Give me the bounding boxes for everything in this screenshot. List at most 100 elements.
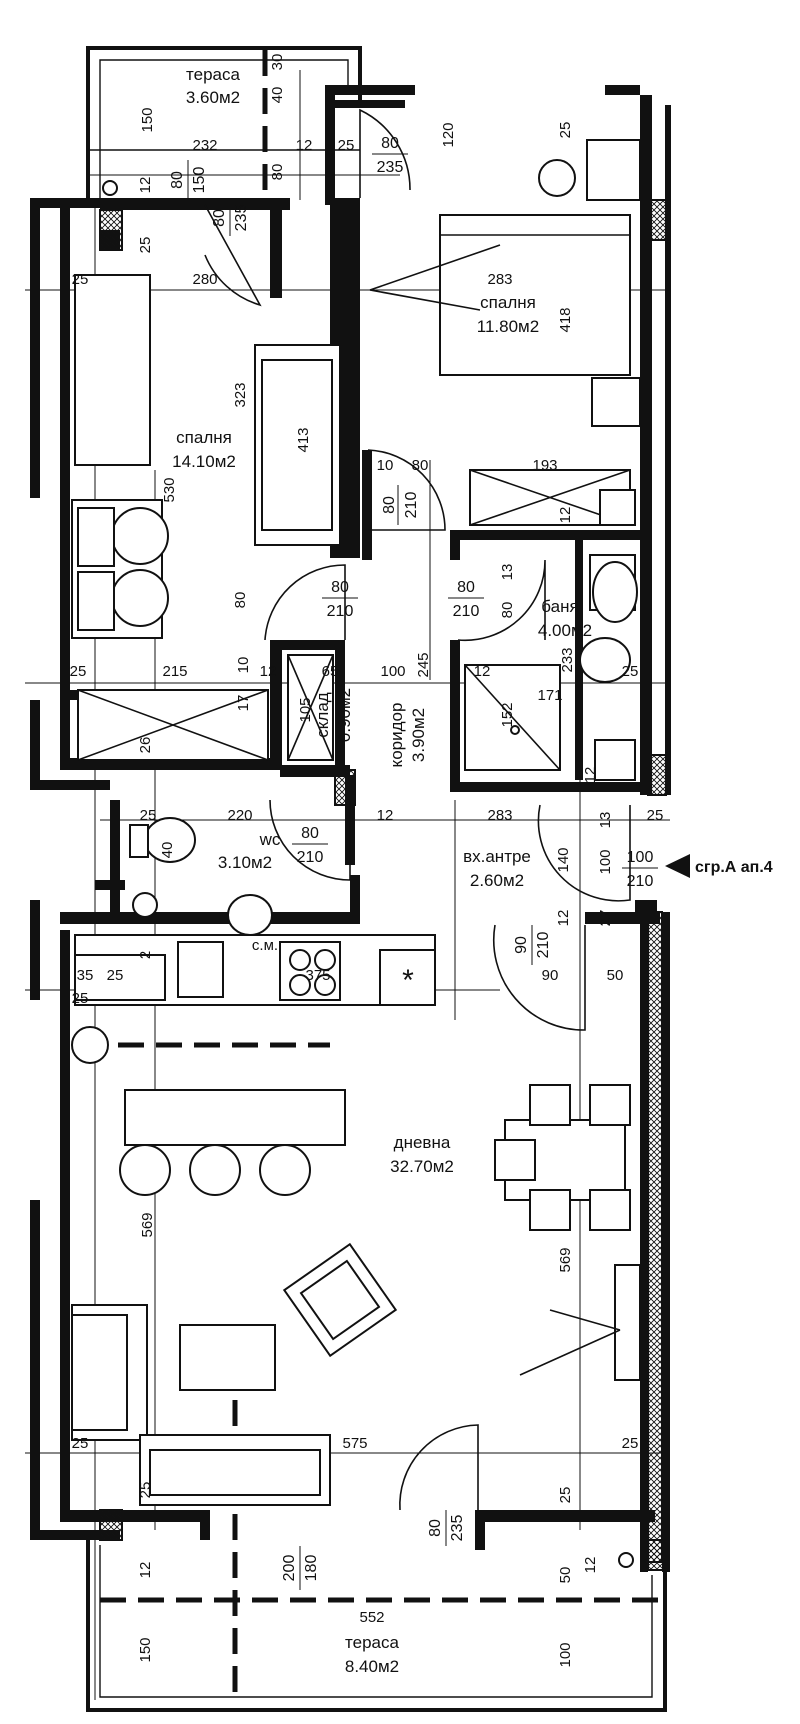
dim-30: 30	[269, 54, 286, 71]
dim-12-left: 12	[137, 177, 154, 194]
dim-25-f: 25	[107, 967, 124, 984]
dim-80-mid: 80	[412, 457, 429, 474]
dim-215: 215	[162, 663, 187, 680]
dim-220: 220	[227, 807, 252, 824]
dim-17: 17	[235, 695, 252, 712]
dim-25-top: 25	[338, 137, 355, 154]
terrace-top-name: тераса	[186, 65, 240, 84]
svg-text:235: 235	[377, 159, 404, 176]
wc-area: 3.10м2	[218, 853, 272, 872]
bedroom-right-area: 11.80м2	[477, 317, 539, 336]
dim-40: 40	[269, 87, 286, 104]
svg-text:80: 80	[301, 825, 319, 842]
svg-text:180: 180	[303, 1555, 320, 1582]
svg-text:210: 210	[327, 603, 354, 620]
dim-25-j: 25	[137, 1482, 154, 1499]
dim-12-top: 12	[296, 137, 313, 154]
dim-12-h: 12	[137, 1562, 154, 1579]
svg-text:210: 210	[297, 849, 324, 866]
door-label-d10: 80 235	[427, 1510, 466, 1546]
dim-25-k: 25	[557, 1487, 574, 1504]
dim-375: 375	[305, 967, 330, 984]
dim-232: 232	[192, 137, 217, 154]
entrance-area: 2.60м2	[470, 871, 524, 890]
star-symbol: *	[402, 964, 414, 997]
dim-283-bottom: 283	[487, 807, 512, 824]
entry-label: сгр.А ап.4	[695, 859, 773, 876]
dim-569-right: 569	[557, 1247, 574, 1272]
dimension-numbers: 150 30 40 80 232 12 25 120 25 12 25 25 2…	[70, 54, 664, 1668]
dim-25-left: 25	[137, 237, 154, 254]
bathroom-area: 4.00м2	[538, 621, 592, 640]
door-swings	[204, 108, 631, 1511]
corridor-area: 3.90м2	[409, 708, 428, 762]
svg-text:150: 150	[191, 167, 208, 194]
dim-25-a: 25	[72, 271, 89, 288]
dim-10-mid: 10	[377, 457, 394, 474]
dim-120: 120	[440, 122, 457, 147]
dim-171: 171	[537, 687, 562, 704]
door-label-d2: 80 150	[169, 160, 208, 200]
dim-12-d: 12	[474, 663, 491, 680]
dim-575: 575	[342, 1435, 367, 1452]
dim-12-f: 12	[377, 807, 394, 824]
dim-2: 2	[137, 951, 154, 959]
living-area: 32.70м2	[390, 1157, 454, 1176]
dim-283-top: 283	[487, 271, 512, 288]
door-label-d11: 200 180	[281, 1546, 320, 1590]
svg-text:80: 80	[331, 579, 349, 596]
dim-26: 26	[137, 737, 154, 754]
dim-13: 13	[499, 564, 516, 581]
dim-100-mid: 100	[380, 663, 405, 680]
dim-150-top: 150	[139, 107, 156, 132]
svg-text:80: 80	[381, 135, 399, 152]
dim-105: 105	[297, 697, 314, 722]
room-labels: тераса 3.60м2 спалня 11.80м2 спалня 14.1…	[172, 65, 773, 1676]
dim-530: 530	[161, 477, 178, 502]
svg-text:80: 80	[211, 209, 228, 227]
svg-text:200: 200	[281, 1555, 298, 1582]
dim-80-bed: 80	[232, 592, 249, 609]
svg-text:210: 210	[453, 603, 480, 620]
svg-text:210: 210	[627, 873, 654, 890]
furniture	[71, 139, 690, 1568]
dim-25-i: 25	[622, 1435, 639, 1452]
dim-100-bottom: 100	[557, 1642, 574, 1667]
dim-413: 413	[295, 427, 312, 452]
terrace-bottom-name: тераса	[345, 1633, 399, 1652]
door-label-d8: 100 210	[622, 849, 658, 890]
door-label-d3: 80 235	[211, 200, 250, 236]
dim-12-c: 12	[260, 663, 277, 680]
door-label-d1: 80 235	[372, 135, 408, 176]
dim-152: 152	[499, 702, 516, 727]
dim-25-d: 25	[140, 807, 157, 824]
svg-text:210: 210	[535, 932, 552, 959]
dim-25-c: 25	[622, 663, 639, 680]
dim-65: 65	[322, 663, 339, 680]
door-label-d5: 80 210	[322, 579, 358, 620]
dim-280: 280	[192, 271, 217, 288]
bedroom-right-name: спалня	[480, 293, 536, 312]
svg-text:235: 235	[233, 205, 250, 232]
svg-text:100: 100	[627, 849, 654, 866]
walls	[30, 85, 671, 1572]
dim-150-bottom: 150	[137, 1637, 154, 1662]
svg-text:90: 90	[513, 936, 530, 954]
dim-35: 35	[77, 967, 94, 984]
dim-12-i: 12	[582, 1557, 599, 1574]
dim-245: 245	[415, 652, 432, 677]
dim-12-g: 12	[555, 910, 572, 927]
door-labels: 80 235 80 150 80 235 80 210 80 210 80 21…	[169, 135, 658, 1590]
door-label-d9: 90 210	[513, 925, 552, 965]
dim-25-h: 25	[72, 1435, 89, 1452]
dim-418: 418	[557, 307, 574, 332]
dim-13-b: 13	[597, 812, 614, 829]
svg-text:235: 235	[449, 1515, 466, 1542]
terrace-bottom-area: 8.40м2	[345, 1657, 399, 1676]
dim-27: 27	[597, 910, 614, 927]
bedroom-left-area: 14.10м2	[172, 452, 236, 471]
corridor-name: коридор	[387, 703, 406, 768]
bedroom-left-name: спалня	[176, 428, 232, 447]
dim-25-b: 25	[70, 663, 87, 680]
